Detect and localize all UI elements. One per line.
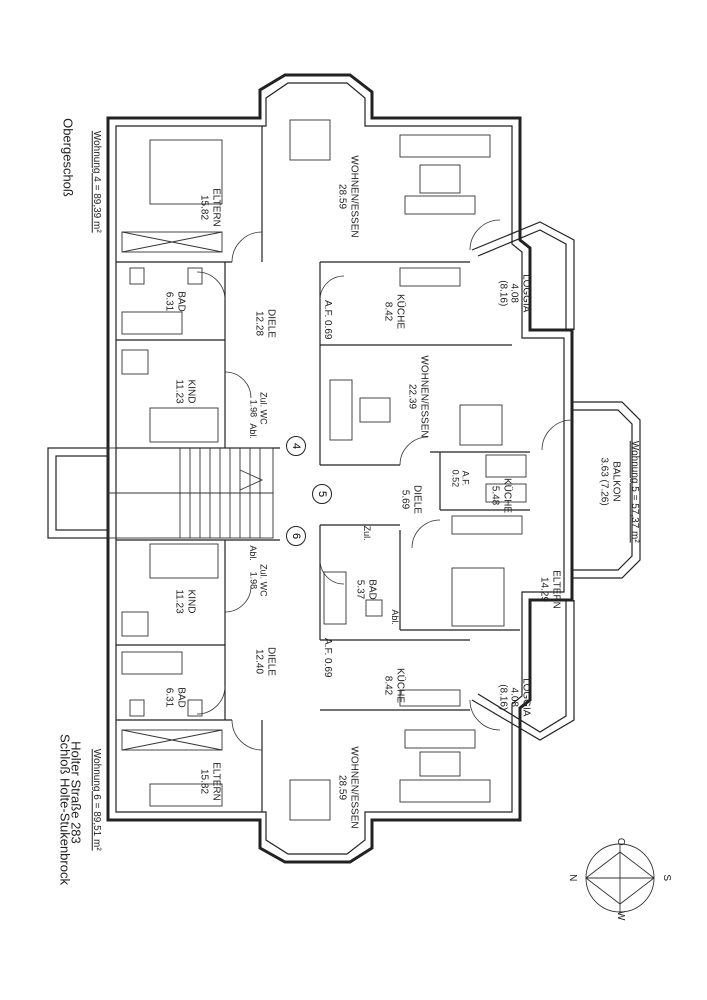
floor-title: Obergeschoß [60,118,76,197]
room-zul-5: Zul. [362,525,373,541]
unit-6-marker: 6 [286,526,306,546]
compass-west-label: W [614,911,626,921]
interior-walls [116,126,530,812]
room-af-5: A.F.0.52 [450,469,471,488]
room-abl-5: Abl. [390,609,401,625]
room-abl-4: Abl. [248,423,259,439]
door-swings [196,219,573,751]
compass-south-label: S [660,874,672,882]
unit-5-summary: Wohnung 5 = 57,37 m² [628,440,640,543]
unit-5-marker: 5 [312,484,332,504]
compass-rose [585,843,655,913]
loggia-6-outline [471,600,575,741]
unit-6-summary: Wohnung 6 = 89,51 m² [90,748,102,851]
address-town: Schloß Holte-Stukenbrock [57,733,73,885]
compass-east-label: O [614,837,626,846]
balkon-5-outline [572,401,641,579]
unit-4-marker: 4 [286,436,306,456]
outer-walls [47,73,574,864]
room-af-6: A.F. 0.69 [321,638,333,678]
furniture [121,119,527,821]
unit-4-summary: Wohnung 4 = 89,39 m² [90,130,102,233]
room-af-4: A.F. 0.69 [321,300,333,340]
compass-north-label: N [566,874,578,882]
staircase [107,447,274,539]
loggia-4-outline [471,221,575,330]
